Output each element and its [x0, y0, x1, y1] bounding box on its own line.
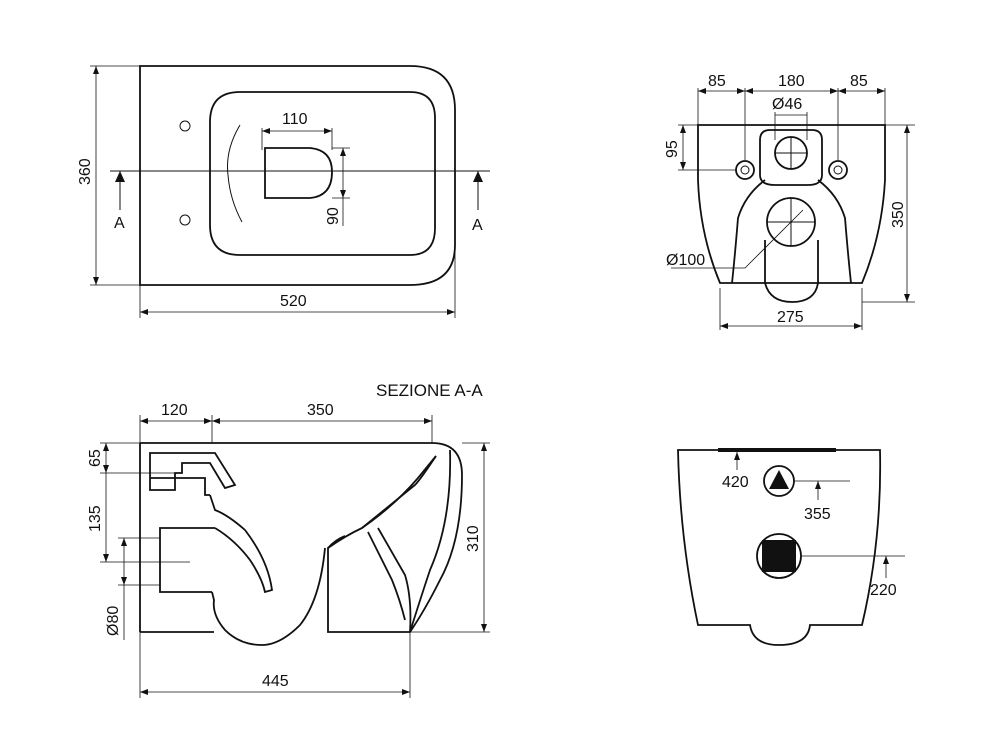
rear-view-outline	[697, 124, 886, 284]
rear-offset-right: 85	[850, 73, 868, 90]
wall-top-height: 420	[722, 474, 749, 491]
outlet-width: 110	[282, 111, 308, 128]
section-trap	[211, 547, 326, 646]
section-bowl-span: 350	[307, 402, 334, 419]
rear-outlet-diameter: Ø100	[666, 252, 705, 269]
section-label-right: A	[472, 217, 483, 234]
outlet-depth: 90	[325, 207, 342, 225]
rear-view-bowl	[731, 179, 766, 284]
wall-view-outline	[677, 449, 882, 646]
rear-base-width: 275	[777, 309, 804, 326]
rear-height: 350	[890, 201, 907, 228]
section-title: SEZIONE A-A	[376, 381, 483, 400]
fixing-hole-upper	[179, 120, 191, 132]
rear-fixing-hole-left	[735, 160, 755, 180]
section-rim	[367, 531, 406, 621]
section-outlet-diameter: Ø80	[105, 606, 122, 636]
section-inlet-to-outlet: 135	[87, 505, 104, 532]
rear-view: 85 180 85 Ø46 95 350 Ø100 275	[664, 73, 915, 330]
section-height: 310	[465, 525, 482, 552]
section-rear-offset: 120	[161, 402, 188, 419]
top-view-depth: 360	[77, 158, 94, 185]
section-inlet-drop: 65	[87, 449, 104, 467]
section-outer-profile	[140, 442, 463, 633]
wall-inlet-height: 355	[804, 506, 831, 523]
top-view-inner-curve	[227, 124, 243, 223]
section-label-left: A	[114, 215, 125, 232]
rear-inlet-height: 95	[664, 140, 681, 158]
wall-outlet-height: 220	[870, 582, 897, 599]
top-view: A A 360 520 110 90	[77, 65, 490, 318]
wall-view: 420 355 220	[677, 448, 905, 646]
section-length: 445	[262, 673, 289, 690]
rear-fixing-hole-right	[828, 160, 848, 180]
outlet-square-icon	[762, 540, 796, 572]
inlet-triangle-icon	[769, 470, 789, 489]
section-inlet	[139, 443, 237, 632]
rear-offset-left: 85	[708, 73, 726, 90]
top-view-outlet	[264, 147, 333, 199]
fixing-hole-lower	[179, 214, 191, 226]
rear-view-outlet-cavity	[764, 240, 819, 303]
rear-center-span: 180	[778, 73, 805, 90]
top-view-outline	[139, 65, 456, 286]
top-view-bowl-rim	[209, 91, 436, 256]
inlet-housing	[759, 129, 823, 186]
top-view-width: 520	[280, 293, 307, 310]
section-bowl-wall	[409, 449, 452, 633]
section-view: SEZIONE A-A 120 350 65	[87, 381, 490, 698]
rear-inlet-diameter: Ø46	[772, 96, 802, 113]
